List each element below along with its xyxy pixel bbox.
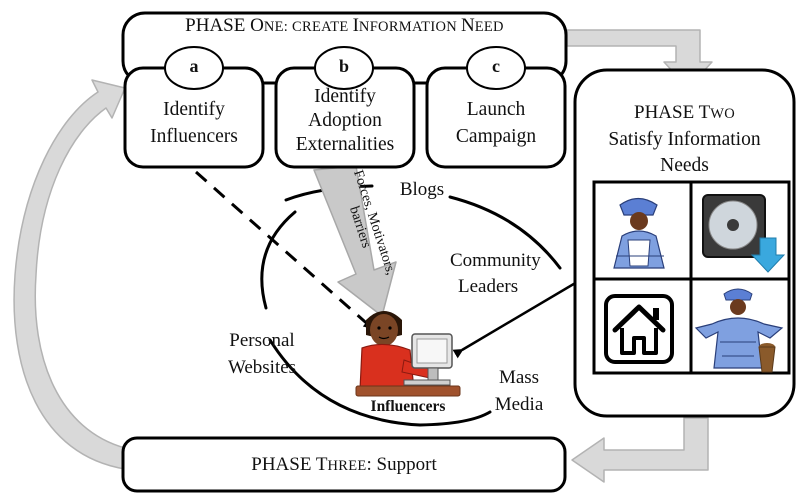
disc-download-icon	[702, 194, 786, 273]
step-circle-b	[314, 46, 374, 90]
influencer-label: Influencers	[370, 398, 446, 415]
woman-in-robe-icon	[613, 197, 665, 269]
phase-two-title-line1: PHASE TWO	[575, 100, 794, 127]
phase-two-title-line2: Satisfy Information	[608, 129, 761, 150]
step-letter-a: a	[189, 56, 199, 76]
step-letter-c: c	[492, 56, 500, 76]
step-letter-b: b	[338, 56, 349, 76]
channel-personal-line2: Websites	[227, 357, 297, 378]
phase-one-title-word-2: REATE	[301, 19, 349, 35]
phase-three-title: PHASE THREE: Support	[123, 454, 565, 476]
dashed-arrow-to-influencer	[195, 170, 374, 330]
phase-three-box	[121, 436, 567, 493]
step-b-line3: Externalities	[295, 134, 395, 155]
phase-two-title-lead: PHASE T	[634, 102, 711, 123]
step-c-label: Launch Campaign	[427, 96, 565, 150]
influencer-at-computer-icon	[355, 311, 461, 397]
forces-arrow	[313, 165, 397, 317]
phase-three-title-tail: : Support	[366, 454, 437, 475]
phase-one-title: PHASE ONE: CREATE INFORMATION NEED	[123, 15, 566, 37]
step-c-line2: Campaign	[455, 126, 537, 147]
flow-arrow-phase3-to-phase1	[13, 79, 126, 470]
step-circle-a	[164, 46, 224, 90]
phase-one-title-rest: NE: C	[263, 19, 302, 35]
phase-one-title-word-3-lead: I	[352, 15, 359, 36]
channel-mass-media: Mass Media	[484, 364, 554, 418]
phase-one-title-word-3: NFORMATION	[358, 19, 457, 35]
channel-media-line2: Media	[494, 394, 544, 415]
phase-two-title-rest: WO	[710, 106, 735, 122]
step-a-line1: Identify	[163, 99, 225, 120]
channel-personal-line1: Personal	[229, 330, 295, 351]
phase-one-title-lead: PHASE O	[185, 15, 264, 36]
channel-personal-websites: Personal Websites	[212, 327, 312, 381]
channel-community-leaders: Community Leaders	[450, 248, 570, 300]
double-arrow-influencer-phase2	[452, 270, 596, 359]
home-icon	[604, 294, 674, 364]
man-with-drum-icon	[694, 288, 784, 373]
phase-three-title-rest: HREE	[327, 458, 367, 474]
phase-one-title-word-4: EED	[474, 19, 504, 35]
step-b-line1: Identify	[314, 86, 376, 107]
phase-one-title-word-4-lead: N	[461, 15, 475, 36]
step-circle-c	[466, 46, 526, 90]
phase-two-title: PHASE TWO Satisfy Information Needs	[575, 100, 794, 179]
phase-three-title-lead: PHASE T	[251, 454, 328, 475]
flow-arrow-phase2-to-phase3	[571, 417, 709, 483]
step-b-label: Identify Adoption Externalities	[276, 85, 414, 157]
step-a-label: Identify Influencers	[125, 96, 263, 150]
phase-two-title-line3: Needs	[660, 155, 709, 176]
channel-community-line2: Leaders	[458, 276, 519, 297]
channel-mass-line1: Mass	[498, 367, 540, 388]
channel-blogs: Blogs	[399, 179, 445, 200]
step-b-line2: Adoption	[308, 110, 382, 131]
channel-community-line1: Community	[450, 250, 541, 271]
step-a-line2: Influencers	[150, 126, 238, 147]
step-c-line1: Launch	[466, 99, 526, 120]
